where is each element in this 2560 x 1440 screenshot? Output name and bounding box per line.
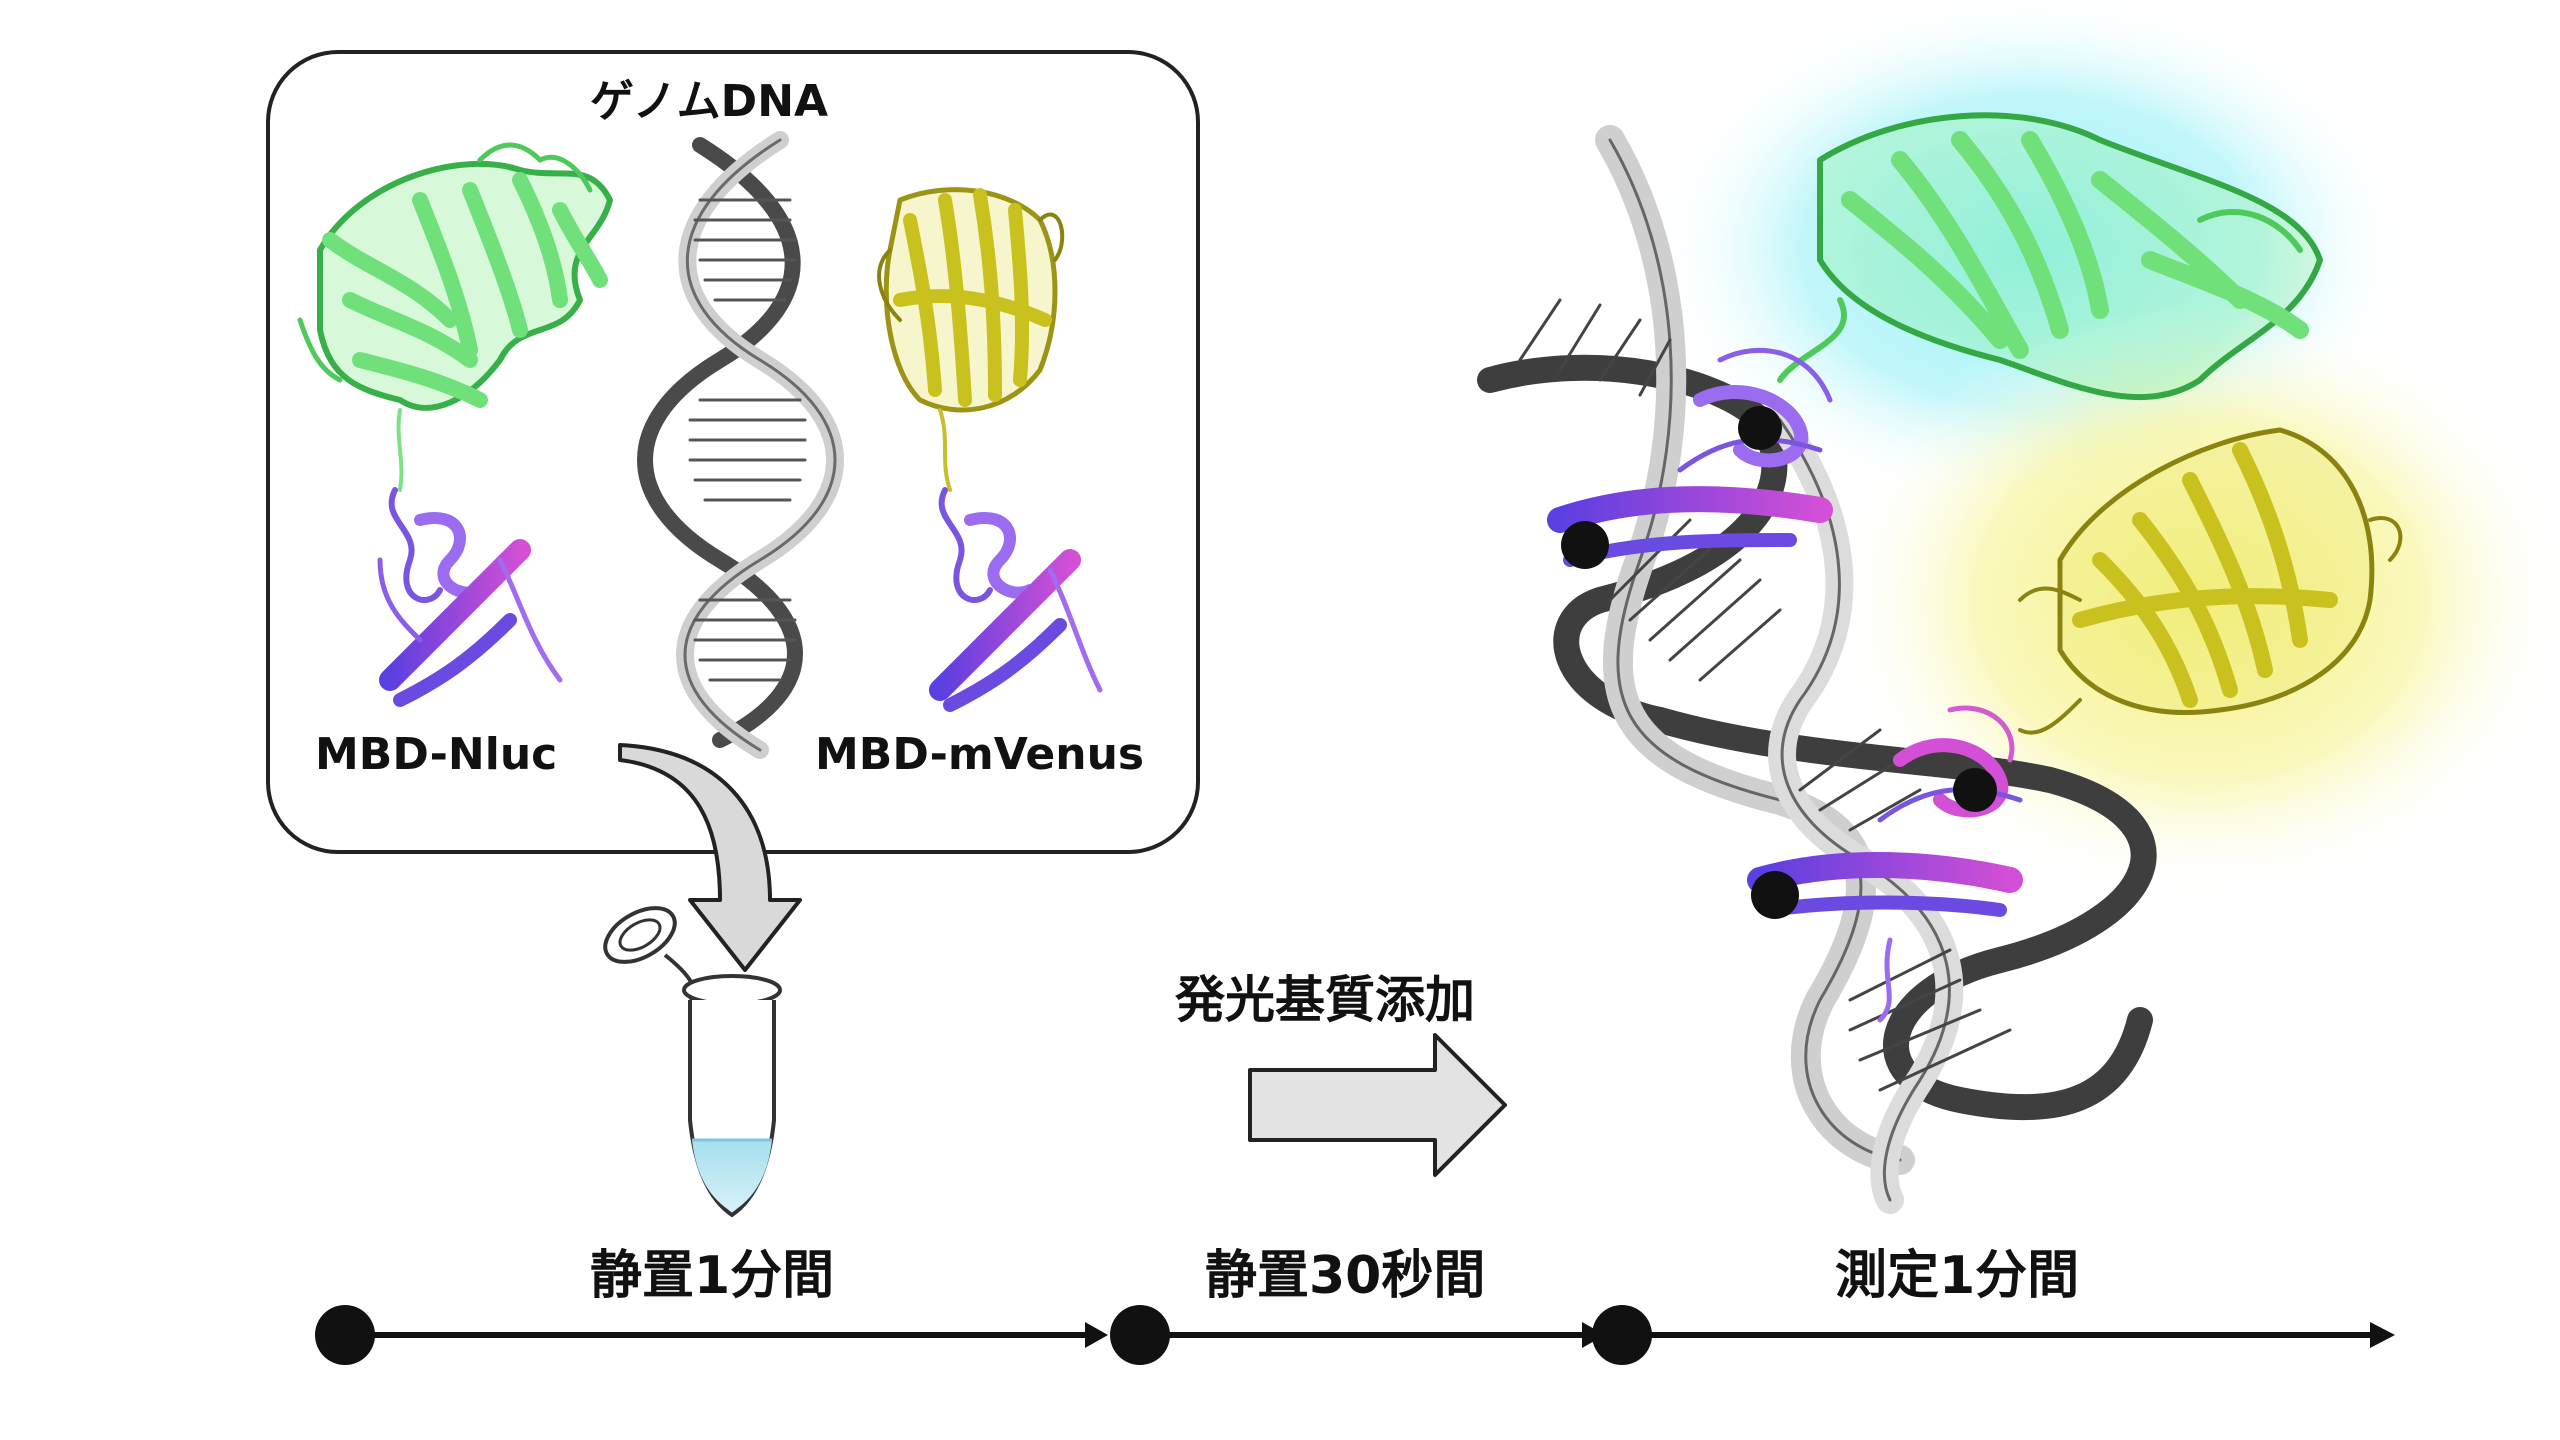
curved-arrow-icon	[618, 743, 802, 972]
timeline-label-1: 静置1分間	[590, 1246, 835, 1306]
mbd-protein-bound-upper	[1547, 347, 1833, 567]
nluc-protein-left	[297, 142, 613, 492]
substrate-addition-label: 発光基質添加	[1175, 971, 1475, 1029]
mvenus-protein-bound	[2018, 427, 2403, 735]
mbd-protein-bound-lower	[1747, 705, 2023, 1023]
nluc-protein-bound	[1777, 112, 2323, 401]
microtube-icon	[603, 906, 782, 1218]
timeline-label-2: 静置30秒間	[1205, 1246, 1486, 1306]
timeline-label-3: 測定1分間	[1835, 1246, 2080, 1306]
timeline-dot-end	[1592, 1305, 1652, 1365]
mbd-protein-right	[929, 487, 1103, 712]
mbd-nluc-label: MBD-Nluc	[315, 729, 558, 780]
timeline-dot-mid	[1110, 1305, 1170, 1365]
mbd-protein-left	[377, 487, 563, 707]
timeline-dot-start	[315, 1305, 375, 1365]
timeline	[315, 1305, 2395, 1365]
process-arrow-icon	[1248, 1033, 1507, 1177]
genome-dna-label: ゲノムDNA	[590, 76, 829, 127]
mbd-mvenus-label: MBD-mVenus	[815, 729, 1145, 780]
genomic-dna-helix	[637, 131, 844, 759]
mvenus-protein-right	[877, 187, 1065, 492]
methyl-cpg-icon	[1561, 406, 1997, 919]
